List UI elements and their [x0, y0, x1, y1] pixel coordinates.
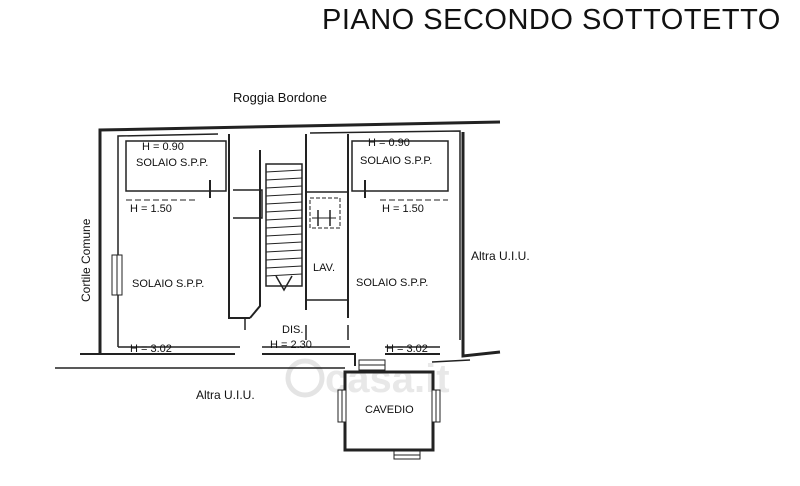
label-altra-uiu-bottom: Altra U.I.U.: [196, 388, 255, 402]
solaio-box-right: [351, 140, 449, 201]
cavedio-box: [337, 359, 441, 460]
label-solaio-top-right: SOLAIO S.P.P.: [360, 155, 432, 167]
label-cavedio: CAVEDIO: [365, 404, 414, 416]
solaio-box-left: [125, 140, 227, 201]
stair-tread: [265, 265, 303, 269]
stair-tread: [265, 233, 303, 237]
stair-tread: [265, 249, 303, 253]
label-height-150-right: H = 1.50: [382, 203, 424, 215]
stair-tread: [265, 185, 303, 189]
window-left: [111, 254, 123, 296]
stair-tread: [265, 201, 303, 205]
label-solaio-mid-right: SOLAIO S.P.P.: [356, 277, 428, 289]
central-walls: [228, 134, 349, 340]
stair-tread: [265, 209, 303, 213]
stair-tread: [265, 193, 303, 197]
label-height-302-left: H = 3.02: [130, 343, 172, 355]
label-altra-uiu-right: Altra U.I.U.: [471, 249, 530, 263]
label-solaio-top-left: SOLAIO S.P.P.: [136, 157, 208, 169]
stair-tread: [265, 257, 303, 261]
watermark-logo-icon: [285, 358, 325, 398]
page-title: PIANO SECONDO SOTTOTETTO: [322, 4, 781, 36]
label-height-230: H = 2.30: [270, 339, 312, 351]
label-height-090-left: H = 0.90: [142, 141, 184, 153]
stair-tread: [265, 177, 303, 181]
label-dis: DIS.: [282, 324, 303, 336]
label-height-090-right: H = 0.90: [368, 137, 410, 149]
stair-tread: [265, 225, 303, 229]
stair-tread: [265, 273, 303, 277]
label-lav: LAV.: [313, 262, 335, 274]
stair-tread: [265, 241, 303, 245]
label-height-150-left: H = 1.50: [130, 203, 172, 215]
stair-tread: [265, 217, 303, 221]
label-cortile-comune: Cortile Comune: [79, 218, 93, 302]
lav-fixture: [309, 197, 341, 229]
label-solaio-mid-left: SOLAIO S.P.P.: [132, 278, 204, 290]
label-height-302-right: H = 3.02: [386, 343, 428, 355]
staircase: [265, 163, 303, 292]
stair-tread: [265, 169, 303, 173]
outer-walls: [55, 120, 501, 369]
label-roggia-bordone: Roggia Bordone: [233, 90, 327, 105]
